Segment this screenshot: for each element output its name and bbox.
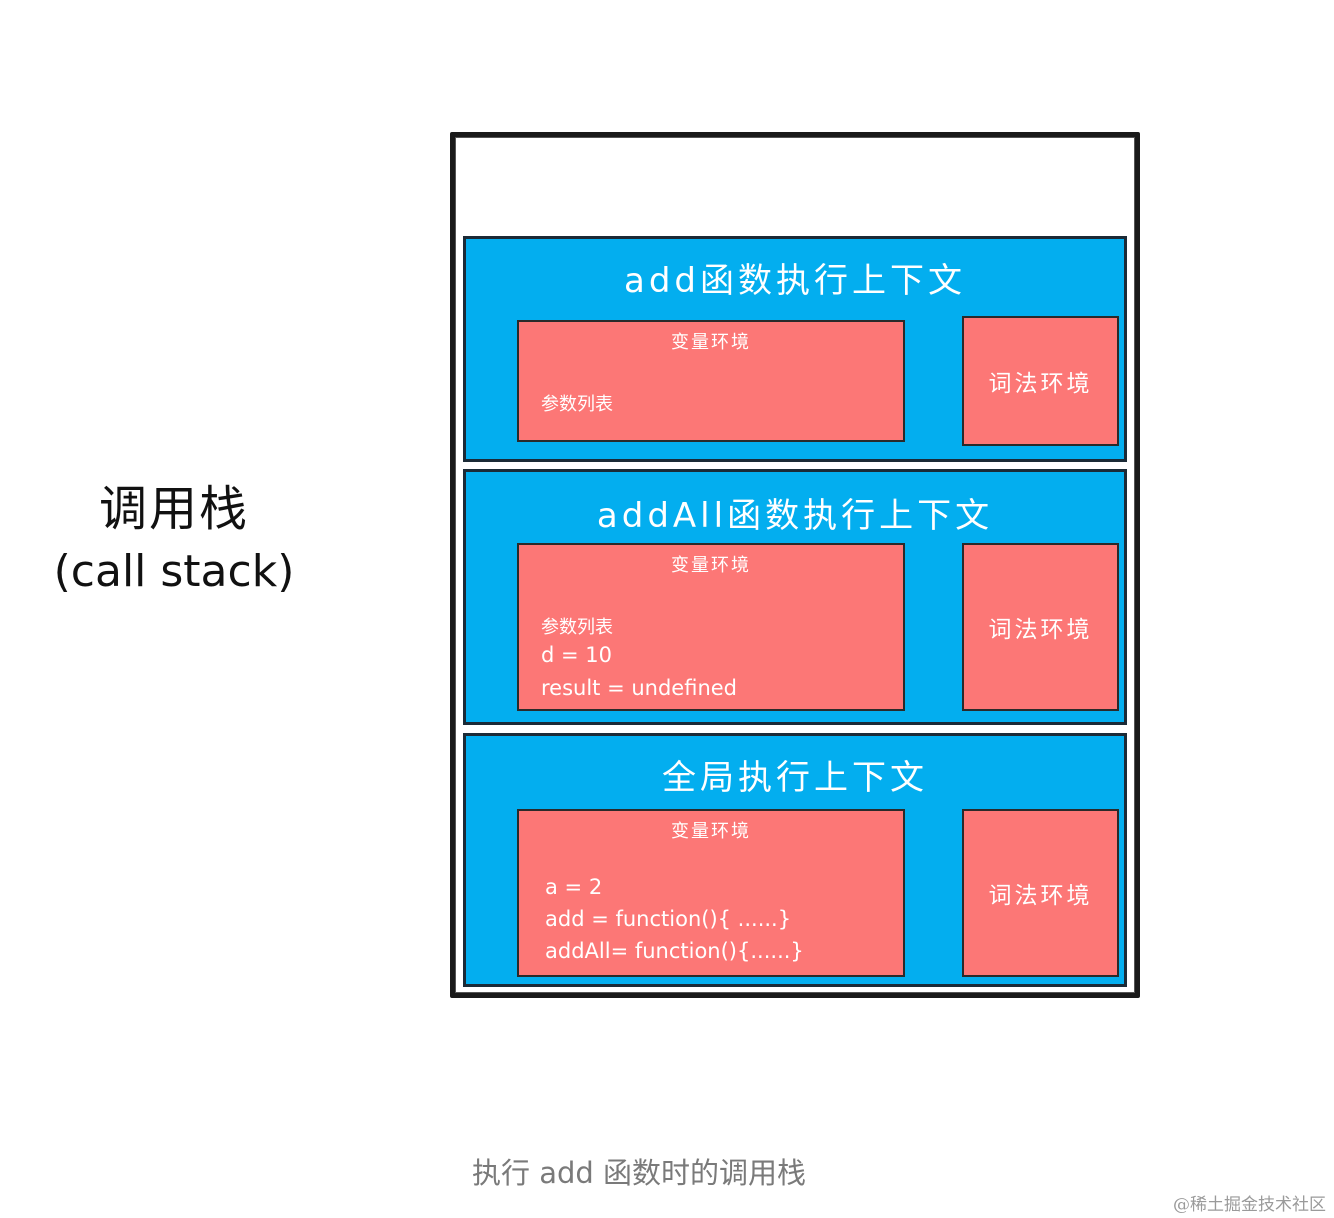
variable-line: a = 2 (545, 875, 603, 899)
variable-line: result = undefined (541, 676, 738, 700)
variable-environment: 变量环境 a = 2 add = function(){ ......} add… (517, 809, 905, 977)
lexical-environment: 词法环境 (962, 316, 1119, 446)
lexical-environment: 词法环境 (962, 809, 1119, 977)
variable-line: addAll= function(){......} (545, 939, 804, 963)
variable-environment: 变量环境 参数列表 d = 10 result = undefined (517, 543, 905, 711)
variable-line: 参数列表 (541, 394, 613, 415)
variable-line: add = function(){ ......} (545, 907, 792, 931)
watermark: @稀土掘金技术社区 (1173, 1195, 1326, 1215)
variable-line: d = 10 (541, 643, 612, 667)
call-stack-label: 调用栈 (call stack) (40, 478, 308, 604)
variable-environment-title: 变量环境 (671, 821, 751, 842)
call-stack-container: add函数执行上下文 变量环境 参数列表 词法环境 addAll函数执行上下文 … (450, 132, 1140, 998)
frame-title: add函数执行上下文 (624, 261, 966, 301)
frame-title: 全局执行上下文 (662, 758, 928, 798)
variable-environment-title: 变量环境 (671, 555, 751, 576)
call-stack-label-zh: 调用栈 (98, 481, 249, 537)
figure-caption: 执行 add 函数时的调用栈 (472, 1156, 807, 1190)
frame-title: addAll函数执行上下文 (596, 496, 994, 536)
execution-context-global: 全局执行上下文 变量环境 a = 2 add = function(){ ...… (463, 733, 1127, 987)
variable-environment-title: 变量环境 (671, 332, 751, 353)
execution-context-addAll: addAll函数执行上下文 变量环境 参数列表 d = 10 result = … (463, 469, 1127, 725)
variable-environment: 变量环境 参数列表 (517, 320, 905, 442)
variable-line: 参数列表 (541, 617, 613, 638)
lexical-environment: 词法环境 (962, 543, 1119, 711)
call-stack-label-en: (call stack) (53, 546, 295, 597)
execution-context-add: add函数执行上下文 变量环境 参数列表 词法环境 (463, 236, 1127, 462)
